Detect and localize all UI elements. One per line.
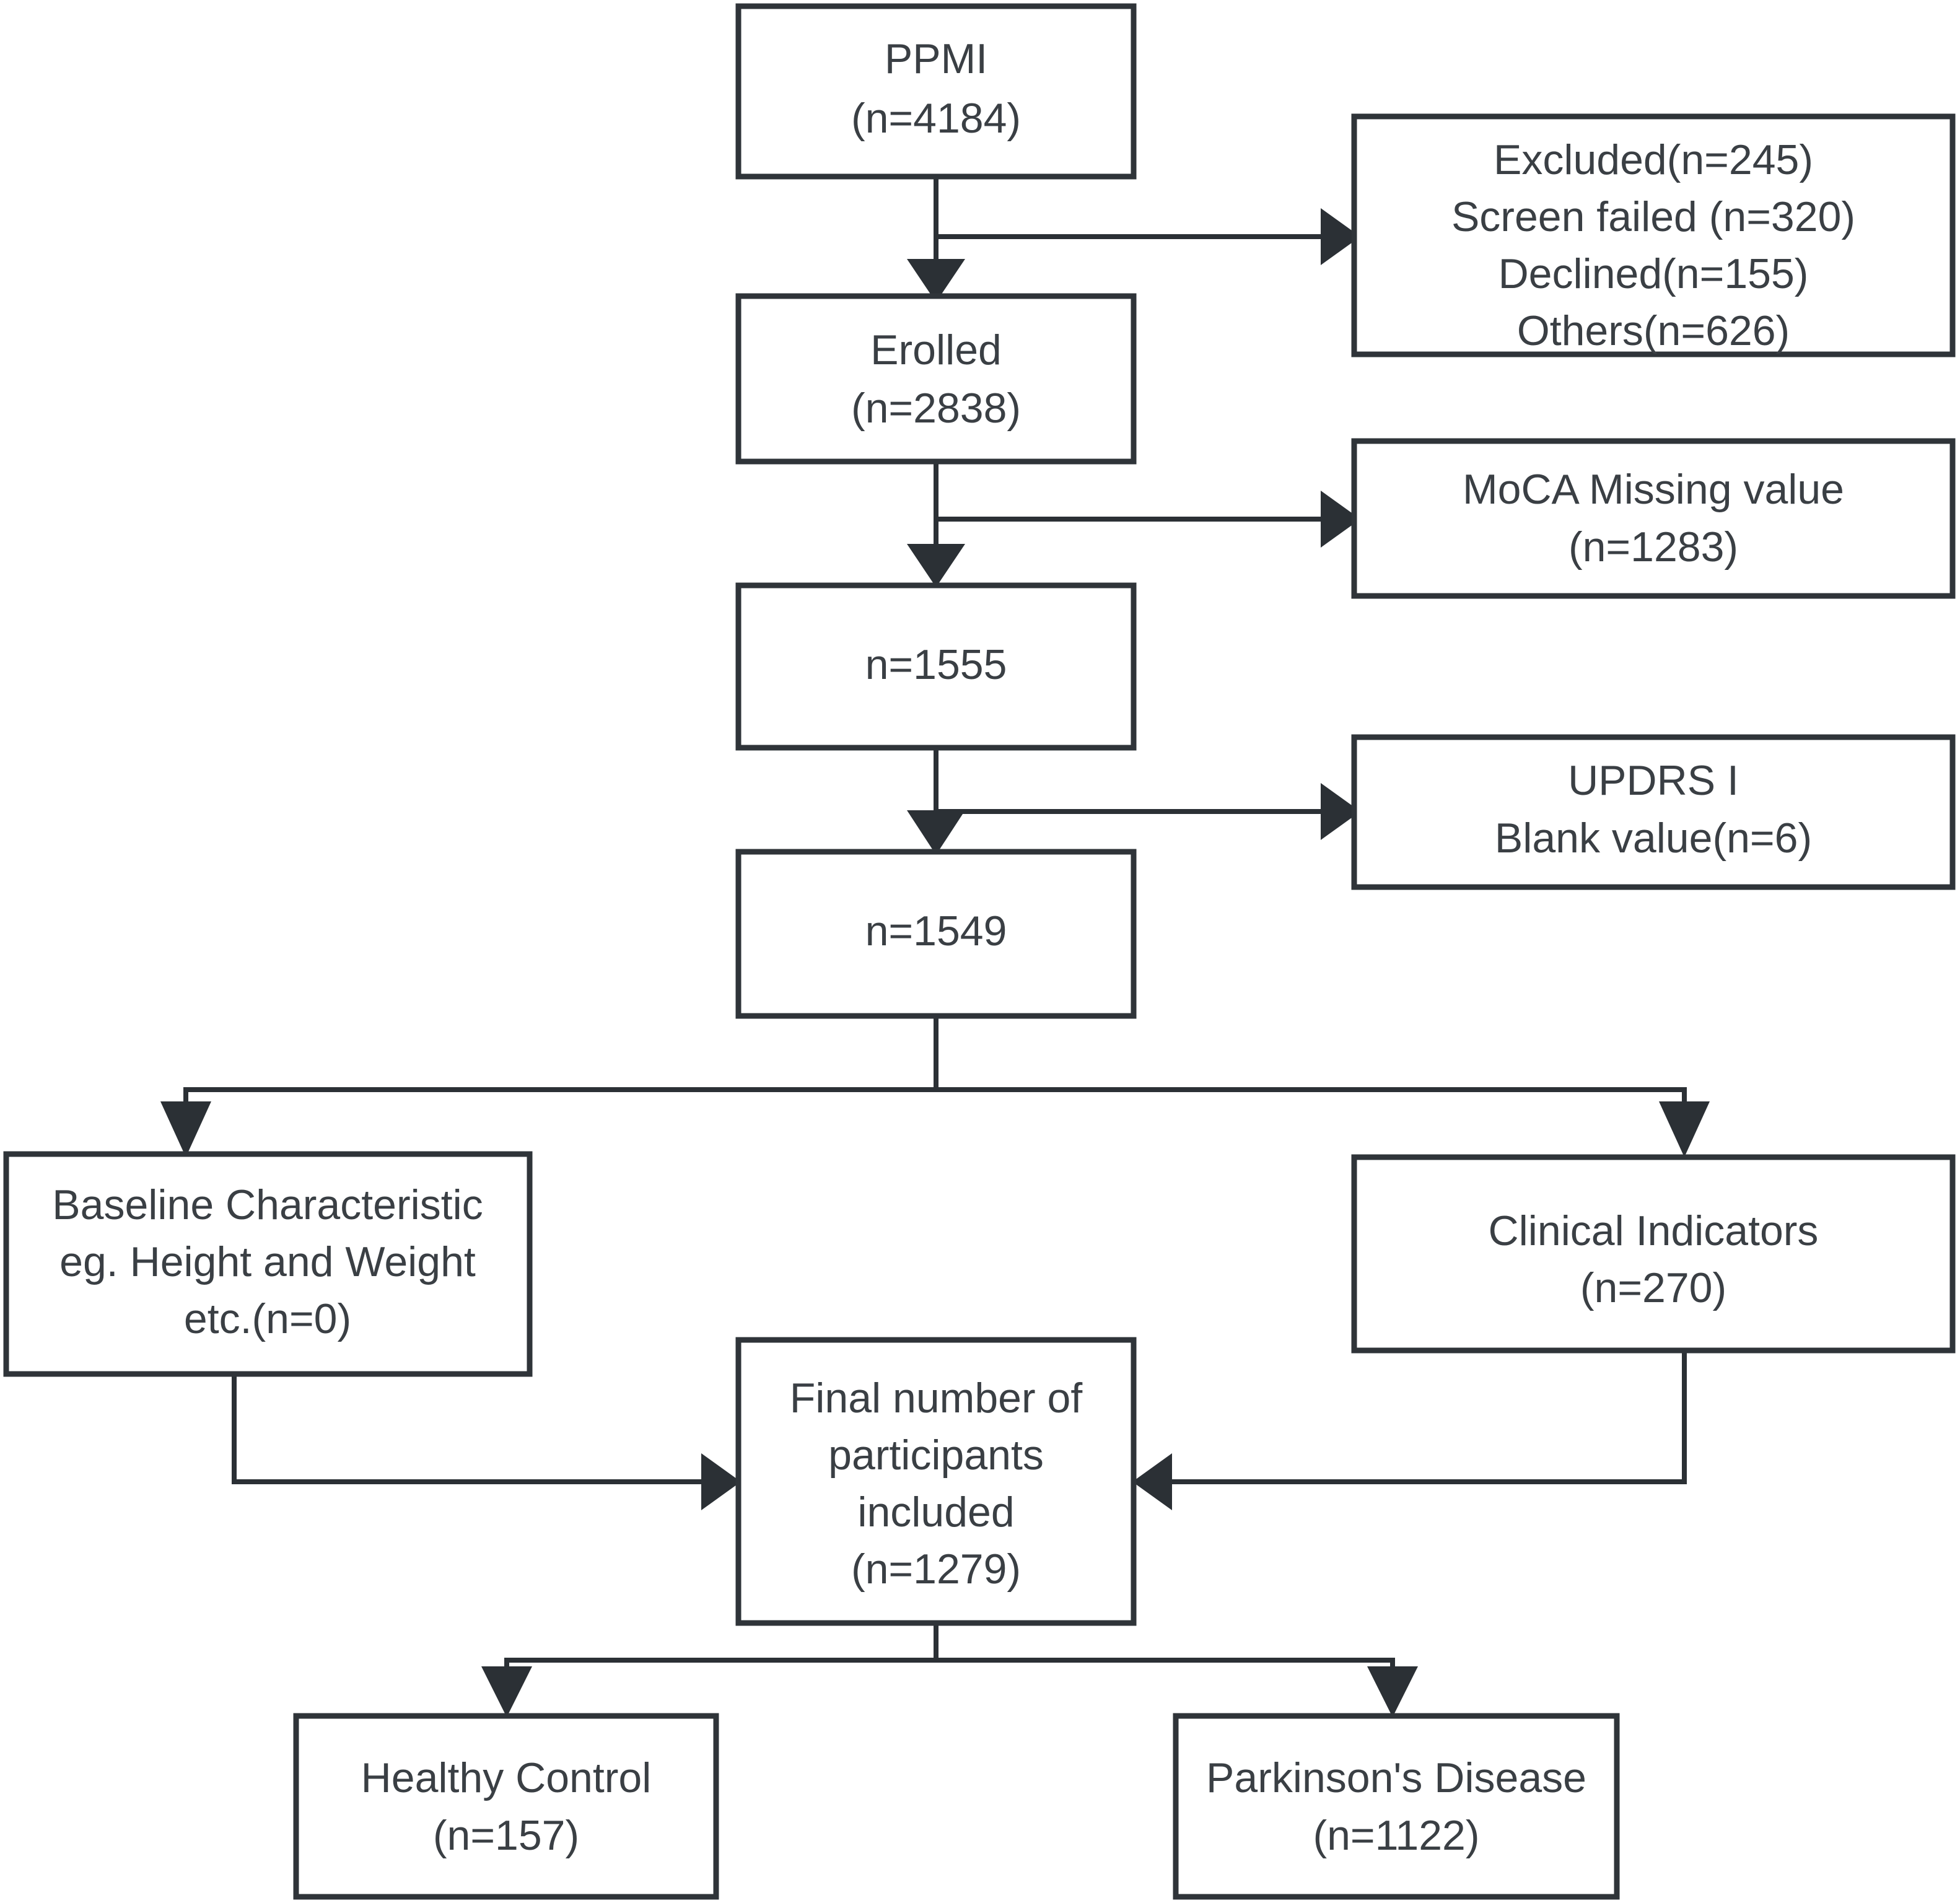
node-parkinsons-disease: Parkinson's Disease (n=1122) [1173,1713,1620,1900]
node-excluded-line-2: Screen failed (n=320) [1451,193,1855,240]
node-ppmi-line-1: PPMI [885,35,987,82]
node-excluded-line-4: Others(n=626) [1517,307,1790,354]
node-moca-missing-box [1351,438,1956,599]
node-clinical-line-1: Clinical Indicators [1489,1207,1819,1254]
node-updrs-blank: UPDRS I Blank value(n=6) [1351,734,1956,890]
edge-final-split [481,1623,1418,1717]
edge-n1555-to-updrs [936,783,1360,840]
node-ppmi-line-2: (n=4184) [851,95,1021,142]
node-updrs-blank-line-2: Blank value(n=6) [1495,815,1812,862]
node-excluded-box [1351,113,1956,357]
node-baseline-box [3,1151,533,1377]
node-parkinsons-disease-box [1173,1713,1620,1900]
node-baseline-line-3: etc.(n=0) [184,1295,351,1342]
node-final-line-4: (n=1279) [851,1546,1021,1593]
node-healthy-control-box [293,1713,719,1900]
node-final-line-1: Final number of [790,1375,1083,1422]
node-baseline-line-1: Baseline Characteristic [52,1181,483,1228]
edge-n1549-split [160,1016,1710,1157]
node-ppmi: PPMI (n=4184) [735,3,1137,180]
edge-n1555-to-n1549 [907,748,965,855]
node-moca-missing-line-1: MoCA Missing value [1463,466,1844,513]
node-clinical-box [1351,1154,1956,1354]
node-updrs-blank-box [1351,734,1956,890]
node-final-line-2: participants [828,1432,1044,1479]
node-clinical-line-2: (n=270) [1580,1264,1726,1311]
edge-ppmi-to-enrolled [907,177,965,302]
node-n1549-line-1: n=1549 [865,908,1007,955]
node-enrolled: Erolled (n=2838) [735,293,1137,465]
node-excluded: Excluded(n=245) Screen failed (n=320) De… [1351,113,1956,357]
node-parkinsons-disease-line-1: Parkinson's Disease [1206,1754,1586,1801]
node-n1555-line-1: n=1555 [865,641,1007,688]
node-n1555: n=1555 [735,582,1137,751]
edge-clinical-to-final [1132,1350,1687,1510]
edge-enrolled-to-moca [936,491,1360,548]
node-enrolled-box [735,293,1137,465]
edge-ppmi-to-excluded [936,208,1360,265]
node-final-box [735,1337,1137,1626]
node-healthy-control: Healthy Control (n=157) [293,1713,719,1900]
node-final: Final number of participants included (n… [735,1337,1137,1626]
node-enrolled-line-2: (n=2838) [851,385,1021,432]
node-baseline: Baseline Characteristic eg. Height and W… [3,1151,533,1377]
node-clinical: Clinical Indicators (n=270) [1351,1154,1956,1354]
node-excluded-line-3: Declined(n=155) [1498,250,1809,297]
node-healthy-control-line-1: Healthy Control [361,1754,652,1801]
node-moca-missing-line-2: (n=1283) [1568,523,1738,571]
node-parkinsons-disease-line-2: (n=1122) [1313,1812,1479,1859]
node-excluded-line-1: Excluded(n=245) [1494,136,1813,183]
node-moca-missing: MoCA Missing value (n=1283) [1351,438,1956,599]
node-healthy-control-line-2: (n=157) [433,1812,579,1859]
connector-layer [160,177,1710,1717]
node-n1555-box [735,582,1137,751]
node-final-line-3: included [857,1489,1014,1536]
node-n1549-box [735,849,1137,1019]
node-ppmi-box [735,3,1137,180]
node-baseline-line-2: eg. Height and Weight [59,1238,476,1285]
node-enrolled-line-1: Erolled [870,326,1002,374]
node-n1549: n=1549 [735,849,1137,1019]
edge-baseline-to-final [232,1374,741,1510]
node-updrs-blank-line-1: UPDRS I [1568,757,1739,804]
edge-enrolled-to-n1555 [907,462,965,587]
